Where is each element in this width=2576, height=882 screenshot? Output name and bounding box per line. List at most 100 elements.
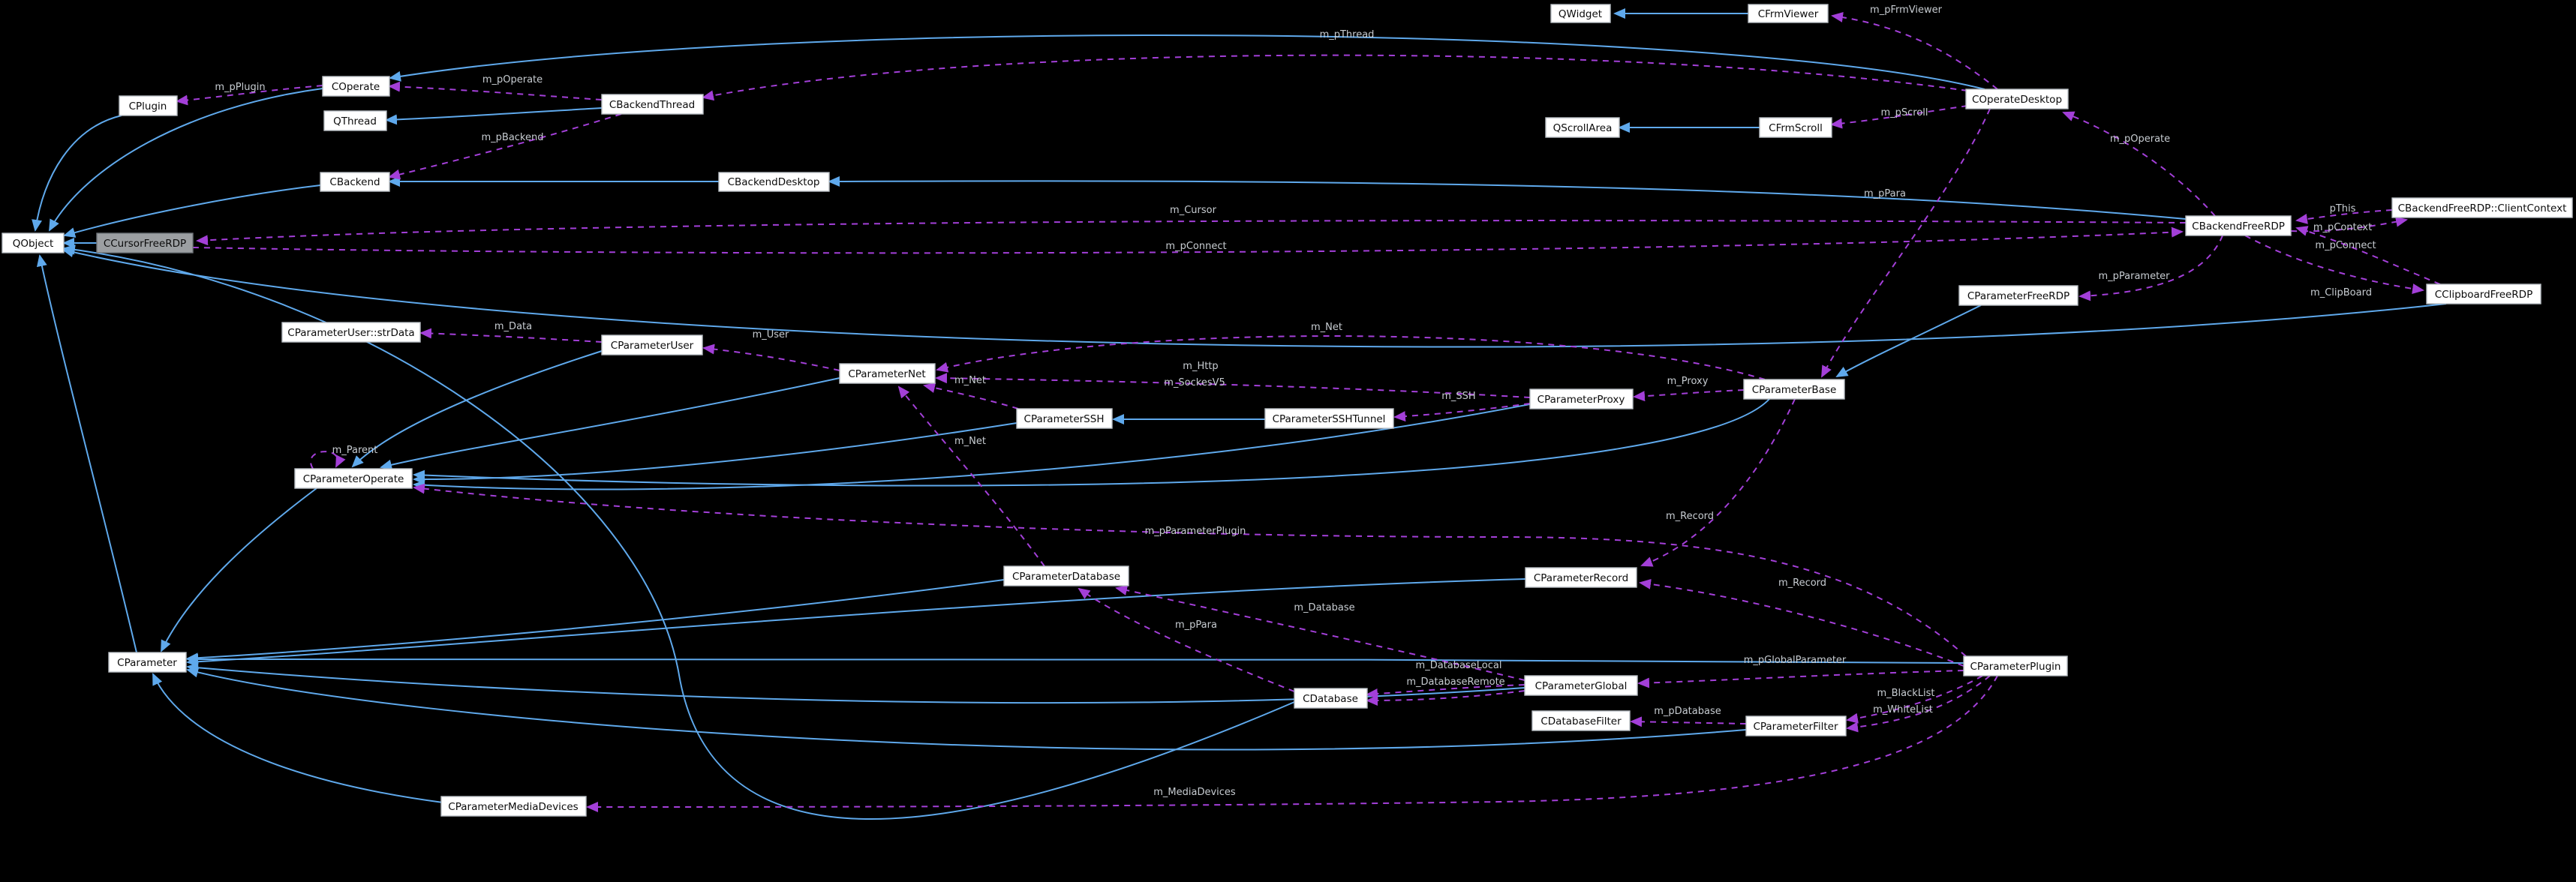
node-strdata[interactable]: CParameterUser::strData — [281, 322, 421, 343]
node-ccursorfreerdp[interactable]: CCursorFreeRDP — [96, 232, 194, 254]
node-cparameternet-label: CParameterNet — [848, 368, 925, 380]
edge-member-cbackendthread-cbackend — [388, 113, 622, 180]
node-cparameterssh-label: CParameterSSH — [1024, 413, 1105, 425]
edge-label-m-pparameterplugin: m_pParameterPlugin — [1145, 526, 1246, 537]
node-cparameter[interactable]: CParameter — [108, 652, 187, 673]
node-strdata-label: CParameterUser::strData — [287, 327, 414, 339]
node-qwidget[interactable]: QWidget — [1550, 4, 1611, 23]
edge-inherit-cparameterbase-cparameteroperate — [413, 398, 1770, 487]
edge-label-m-parent: m_Parent — [332, 445, 378, 456]
edge-member-clientcontext-cbackendfreerdp — [2295, 209, 2393, 224]
edge-inherit-cparameterfilter-cparameter — [186, 667, 1747, 751]
edge-member-cparameterproxy-cparameternet — [935, 373, 1531, 398]
node-cfrmscroll[interactable]: CFrmScroll — [1759, 117, 1832, 138]
edge-inherit-cparameterssh-cparameteroperate — [413, 422, 1017, 485]
node-cparameteruser[interactable]: CParameterUser — [601, 334, 703, 356]
node-cparameterbase-label: CParameterBase — [1752, 384, 1837, 396]
edge-inherit-cparameteroperate-cparameter — [161, 488, 317, 652]
edge-member-cparameterglobal-cparameterdatabase — [1115, 585, 1525, 681]
node-cparameterplugin-label: CParameterPlugin — [1970, 661, 2061, 673]
edge-label-m-ppara-top: m_pPara — [1864, 188, 1906, 200]
edge-label-m-pparameter: m_pParameter — [2098, 271, 2170, 282]
edge-label-m-pbackend: m_pBackend — [481, 132, 543, 143]
edge-label-m-pconnect-right: m_pConnect — [2315, 240, 2376, 251]
edge-inherit-cparameternet-cparameteroperate — [380, 377, 840, 470]
edge-member-cparameterplugin-cparametermediadevices — [586, 675, 1998, 812]
node-coperate[interactable]: COperate — [322, 76, 390, 97]
node-cparameternet[interactable]: CParameterNet — [839, 363, 936, 384]
node-cfrmviewer-label: CFrmViewer — [1758, 8, 1819, 20]
edge-label-m-net-left: m_Net — [954, 375, 986, 386]
edge-label-m-pglobalparameter: m_pGlobalParameter — [1744, 655, 1847, 666]
node-qscrollarea[interactable]: QScrollArea — [1545, 117, 1620, 138]
edge-label-m-ppara-bottom: m_pPara — [1175, 620, 1217, 631]
edge-member-cparameterssh-cparameternet — [923, 382, 1019, 410]
node-cparameterplugin[interactable]: CParameterPlugin — [1963, 656, 2068, 676]
node-qthread[interactable]: QThread — [323, 110, 387, 131]
edge-member-cparameterproxy-cparametersshtunnel — [1393, 403, 1531, 422]
edge-member-cparameteroperate-self — [310, 451, 346, 470]
node-cparameterfreerdp[interactable]: CParameterFreeRDP — [1958, 285, 2079, 306]
node-cparameterfilter[interactable]: CParameterFilter — [1745, 716, 1847, 736]
node-cplugin[interactable]: CPlugin — [119, 95, 178, 116]
edge-inherit-cbackendthread-qthread — [385, 107, 603, 125]
edge-label-m-net-top: m_Net — [1311, 322, 1342, 333]
node-cparameterdatabase[interactable]: CParameterDatabase — [1003, 566, 1129, 586]
node-cplugin-label: CPlugin — [129, 100, 167, 112]
node-coperate-label: COperate — [332, 81, 380, 93]
node-cparametermediadevices-label: CParameterMediaDevices — [448, 801, 578, 813]
node-qobject[interactable]: QObject — [2, 232, 65, 254]
edge-label-m-poperate-right: m_pOperate — [2110, 134, 2170, 145]
edge-member-cparameterbase-cparameterrecord — [1640, 398, 1796, 567]
node-ccursorfreerdp-label: CCursorFreeRDP — [104, 238, 186, 250]
node-cparametersshtunnel[interactable]: CParameterSSHTunnel — [1264, 408, 1394, 429]
node-cbackenddesktop-label: CBackendDesktop — [728, 176, 820, 188]
node-cparameterglobal[interactable]: CParameterGlobal — [1524, 675, 1638, 696]
node-cdatabase[interactable]: CDatabase — [1294, 688, 1368, 709]
node-clientcontext-label: CBackendFreeRDP::ClientContext — [2398, 202, 2567, 214]
node-cclipboardfreerdp[interactable]: CClipboardFreeRDP — [2426, 284, 2541, 304]
node-cparameter-label: CParameter — [117, 657, 177, 669]
node-cdatabasefilter[interactable]: CDatabaseFilter — [1531, 710, 1631, 731]
node-coperatedesktop[interactable]: COperateDesktop — [1965, 88, 2069, 110]
node-cparametersshtunnel-label: CParameterSSHTunnel — [1273, 413, 1386, 425]
node-cparameterproxy-label: CParameterProxy — [1537, 394, 1625, 406]
node-cparameterproxy[interactable]: CParameterProxy — [1529, 388, 1634, 410]
node-cparameterdatabase-label: CParameterDatabase — [1012, 571, 1120, 583]
edge-label-m-user: m_User — [753, 329, 789, 340]
node-cbackendfreerdp[interactable]: CBackendFreeRDP — [2185, 215, 2292, 236]
edge-label-m-data: m_Data — [494, 321, 532, 332]
node-cparameterrecord[interactable]: CParameterRecord — [1525, 567, 1637, 588]
node-cparameterbase[interactable]: CParameterBase — [1743, 379, 1845, 400]
node-cparametermediadevices[interactable]: CParameterMediaDevices — [440, 796, 587, 817]
node-cparameteroperate[interactable]: CParameterOperate — [294, 468, 413, 489]
edge-label-m-pplugin: m_pPlugin — [215, 82, 265, 93]
edge-member-coperatedesktop-cparameterbase — [1821, 108, 1991, 378]
edge-label-m-clipboard: m_ClipBoard — [2310, 287, 2372, 298]
node-qwidget-label: QWidget — [1559, 8, 1602, 20]
edge-label-m-poperate-left: m_pOperate — [482, 74, 543, 86]
edge-inherit-cparameteruser-cparameteroperate — [351, 350, 603, 468]
edge-member-cparameterfilter-cdatabasefilter — [1630, 716, 1747, 728]
node-cparameterssh[interactable]: CParameterSSH — [1016, 408, 1113, 429]
edge-inherit-cplugin-qobject — [32, 115, 122, 232]
edge-member-cdatabase-cparameterdatabase — [1078, 587, 1295, 692]
edge-member-coperate-cplugin — [176, 85, 323, 106]
edge-inherit-cparameterfreerdp-cparameterbase — [1835, 304, 1982, 377]
edge-member-cclipboardfreerdp-cbackendfreerdp — [2295, 226, 2441, 285]
node-qthread-label: QThread — [333, 116, 377, 128]
edge-inherit-cparameterplugin-cparameter — [186, 653, 1964, 664]
node-cbackenddesktop[interactable]: CBackendDesktop — [718, 172, 830, 192]
node-cbackend[interactable]: CBackend — [320, 172, 390, 192]
edge-member-coperatedesktop-cfrmviewer — [1831, 11, 1998, 90]
edge-label-m-record-2: m_Record — [1778, 578, 1826, 589]
edge-label-m-http: m_Http — [1183, 361, 1218, 372]
node-clientcontext[interactable]: CBackendFreeRDP::ClientContext — [2391, 197, 2573, 218]
edge-label-m-record-1: m_Record — [1666, 511, 1714, 522]
edge-member-cbackendfreerdp-cclipboardfreerdp — [2244, 235, 2424, 294]
node-cbackendthread[interactable]: CBackendThread — [601, 94, 704, 115]
node-cdatabase-label: CDatabase — [1303, 693, 1358, 705]
edge-label-m-ssh: m_SSH — [1441, 391, 1475, 402]
node-cfrmviewer[interactable]: CFrmViewer — [1748, 4, 1829, 23]
